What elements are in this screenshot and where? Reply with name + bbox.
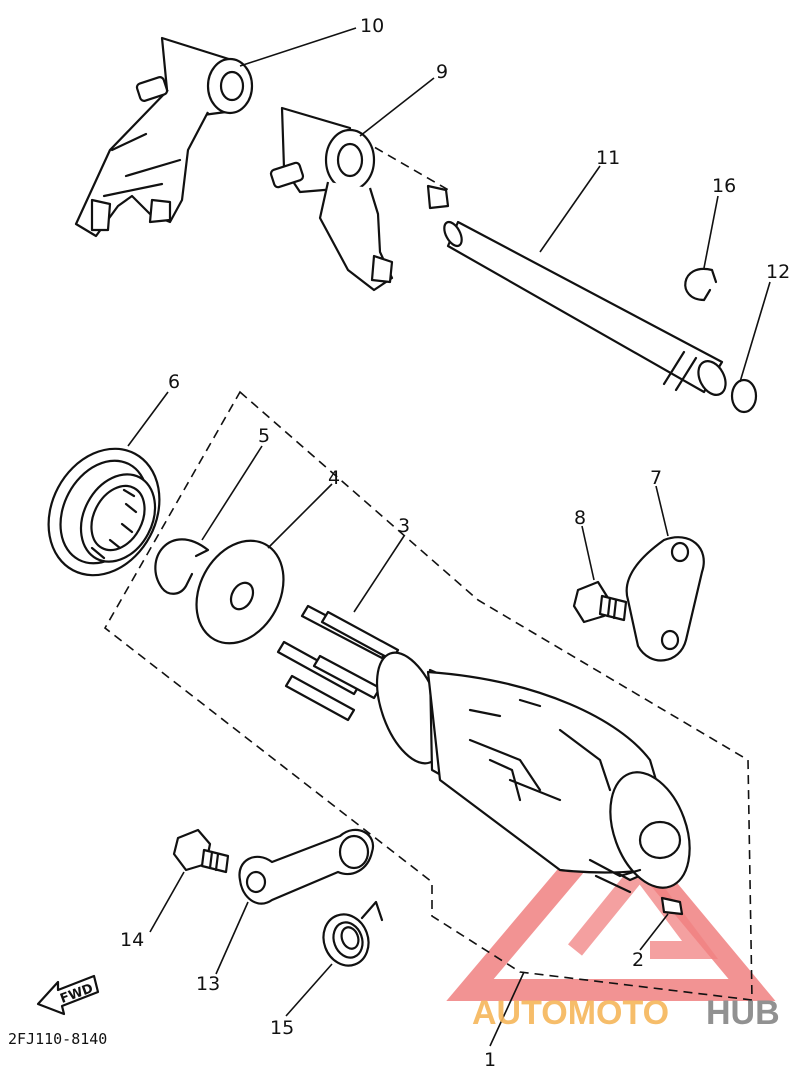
label-part-12: 12 (766, 261, 790, 283)
shift-shaft-11 (443, 220, 727, 396)
label-part-2: 2 (632, 949, 644, 971)
assembly-outline (103, 390, 753, 1001)
dowel-2 (660, 896, 684, 916)
label-part-3: 3 (398, 515, 410, 537)
triangle-logo-icon (446, 804, 776, 1001)
plate-7 (625, 536, 705, 662)
label-part-4: 4 (328, 467, 340, 489)
label-part-14: 14 (120, 929, 144, 951)
circlip-5 (154, 538, 210, 595)
label-part-13: 13 (196, 973, 220, 995)
label-part-1: 1 (484, 1049, 496, 1071)
label-part-7: 7 (650, 467, 662, 489)
watermark-word-auto: AUTOMOTO (472, 994, 669, 1032)
label-part-9: 9 (436, 61, 448, 83)
circlip-16 (684, 267, 718, 302)
pins-3 (276, 604, 400, 722)
label-part-15: 15 (270, 1017, 294, 1039)
bolt-8 (572, 580, 628, 624)
shift-drum-1 (375, 651, 691, 894)
washer-4 (195, 539, 285, 645)
stopper-lever-13 (238, 828, 375, 905)
label-part-6: 6 (168, 371, 180, 393)
watermark-word-hub: HUB (706, 994, 780, 1032)
o-ring-12 (730, 378, 758, 414)
shift-fork-9 (269, 106, 450, 292)
label-part-11: 11 (596, 147, 620, 169)
shift-fork-guide-line (361, 139, 453, 193)
label-part-5: 5 (258, 425, 270, 447)
label-part-8: 8 (574, 507, 586, 529)
leader-lines (127, 27, 771, 1047)
shift-fork-10 (74, 36, 254, 238)
drawing-code: 2FJ110-8140 (8, 1030, 107, 1048)
label-part-10: 10 (360, 15, 384, 37)
label-part-16: 16 (712, 175, 736, 197)
bolt-14 (172, 828, 230, 874)
part-number-labels: 10 9 11 16 12 6 5 4 3 7 8 14 13 15 2 1 (120, 15, 790, 1071)
torsion-spring-15 (322, 900, 384, 967)
fwd-arrow: FWD (36, 974, 100, 1016)
bearing-6 (47, 447, 161, 577)
watermark-text: AUTOMOTO HUB (472, 994, 780, 1032)
